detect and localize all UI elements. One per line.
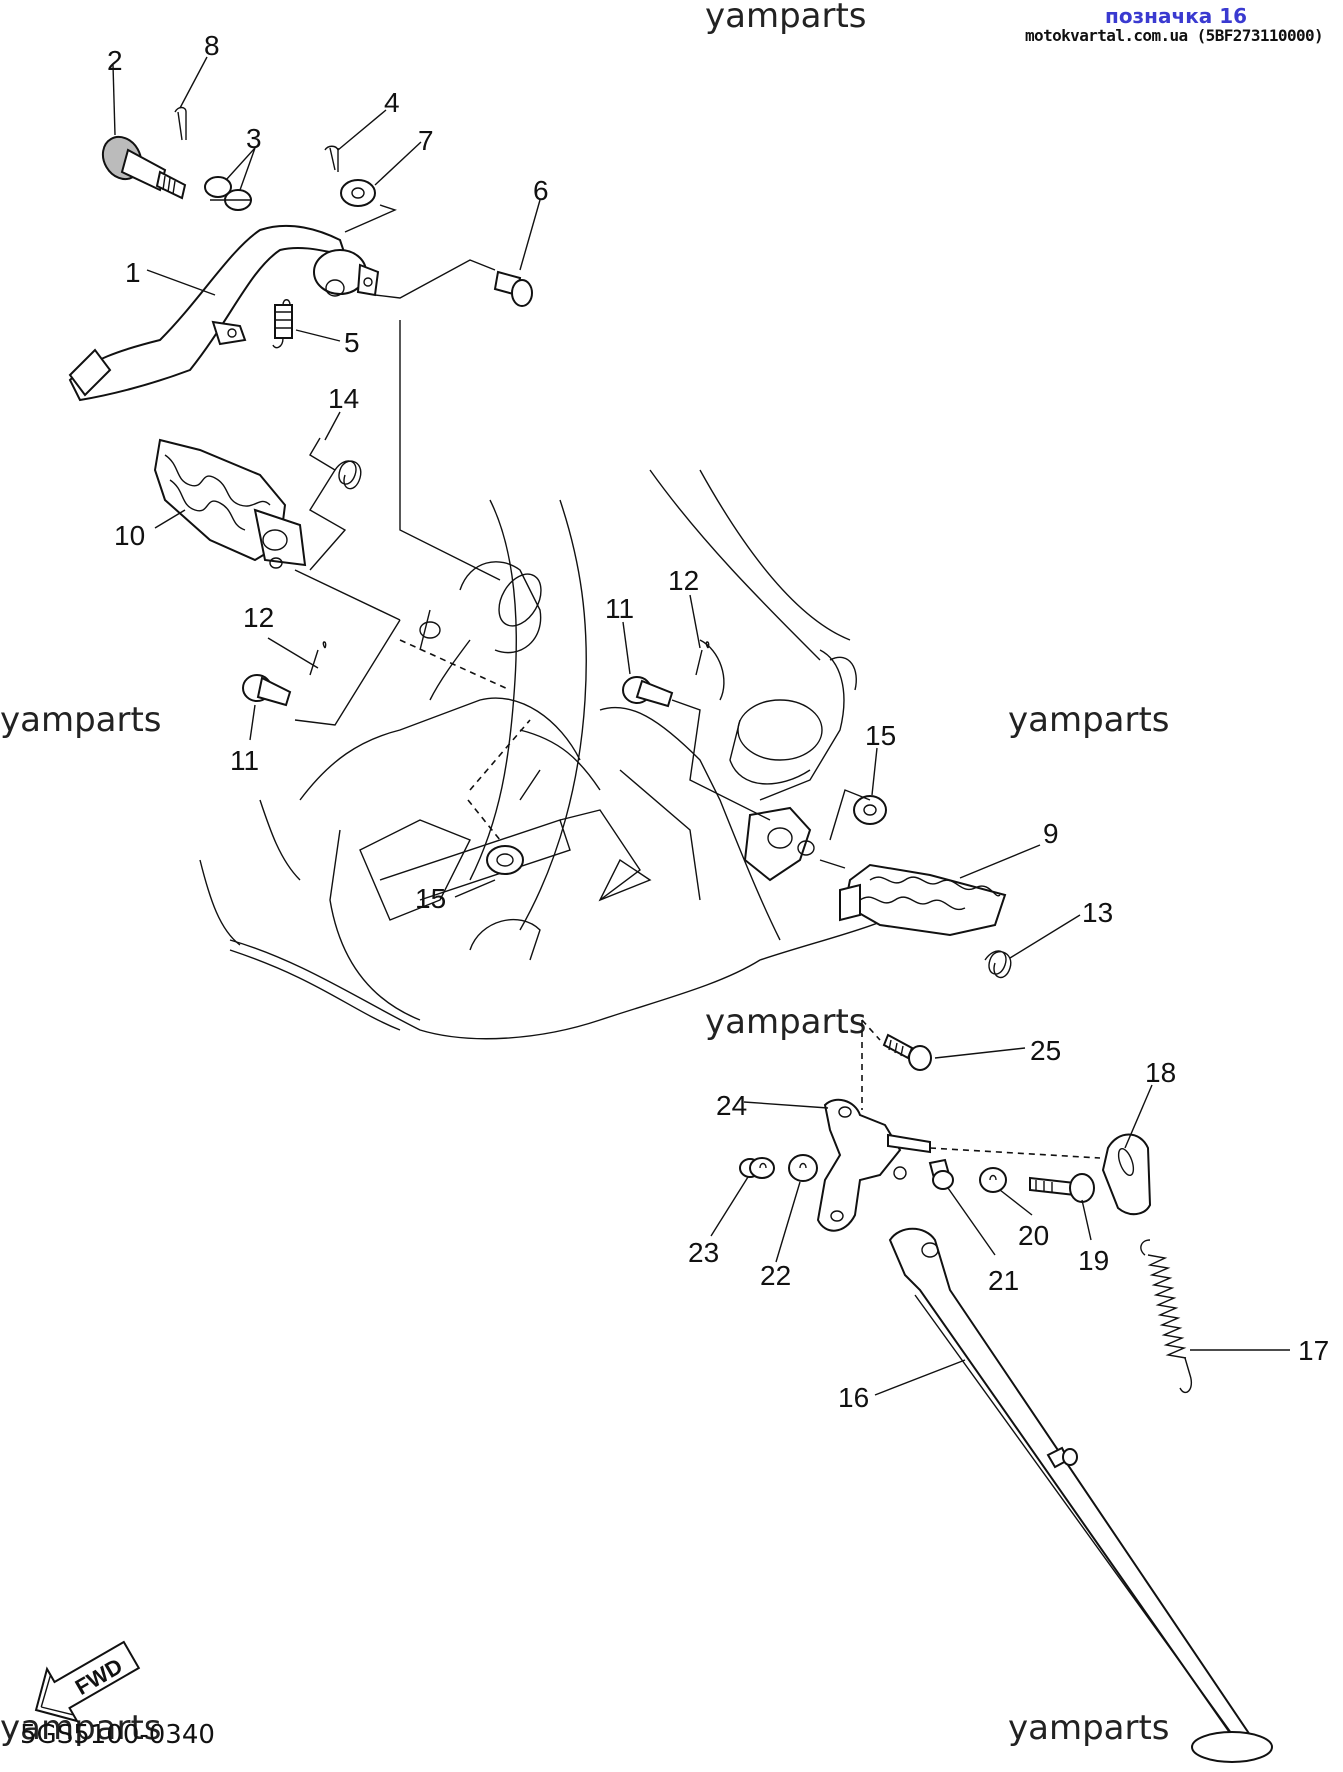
footrest-right [743,806,1007,937]
spring [334,460,362,490]
callout-10: 10 [114,520,145,551]
callout-24: 24 [716,1090,747,1121]
frame-outline [199,469,921,1040]
callout-23: 23 [688,1237,719,1268]
flange-bolt [882,1033,932,1071]
washer-20 [979,1167,1007,1193]
callout-17: 17 [1298,1335,1329,1366]
callout-20: 20 [1018,1220,1049,1251]
clevis-pin [493,270,533,307]
footrest-left [153,438,307,569]
callout-1: 1 [125,257,141,288]
watermark: yamparts [1008,1708,1170,1748]
callout-3: 3 [246,123,262,154]
leader-lines [112,56,1290,1396]
assembly-lines [210,199,1101,1159]
washer [340,179,376,207]
site-reference: motokvartal.com.ua (5BF273110000) [1025,26,1324,45]
stand-spring [1140,1239,1192,1393]
callout-8: 8 [204,30,220,61]
stand-bracket [816,1098,931,1232]
callout-16: 16 [838,1382,869,1413]
cotter-pin-left [309,641,327,676]
callout-21: 21 [988,1265,1019,1296]
fwd-arrow-icon: FWD [34,1640,141,1723]
washer-22 [788,1154,818,1182]
callout-18: 18 [1145,1057,1176,1088]
pivot-bolt [1029,1173,1095,1203]
pivot-shaft [101,135,187,200]
callout-14: 14 [328,383,359,414]
callout-2: 2 [107,45,123,76]
callout-15b: 15 [415,883,446,914]
collar [928,1158,954,1190]
watermark: yamparts [1008,700,1170,740]
side-stand [888,1227,1273,1763]
stand-plate [1101,1133,1152,1216]
grommet [853,795,887,825]
callout-22: 22 [760,1260,791,1291]
callout-12a: 12 [243,602,274,633]
watermark: yamparts [705,1002,867,1042]
callout-4: 4 [384,87,400,118]
callout-numbers: 1 2 3 4 5 6 7 8 9 10 11 11 12 12 13 14 1… [107,30,1329,1413]
spring-right [984,950,1012,979]
cotter-pin [174,106,187,141]
callout-13: 13 [1082,897,1113,928]
diagram-code: 5GS5100-0340 [20,1720,215,1750]
watermark: yamparts [0,1708,162,1748]
bolt-left [242,674,292,707]
callout-19: 19 [1078,1245,1109,1276]
cotter-pin-right [695,641,710,676]
callout-6: 6 [533,175,549,206]
callout-5: 5 [344,327,360,358]
bolt-right [622,676,674,708]
callout-12b: 12 [668,565,699,596]
callout-25: 25 [1030,1035,1061,1066]
cotter-pin [324,145,339,172]
return-spring [272,299,293,349]
callout-11a: 11 [230,745,259,776]
callout-11b: 11 [605,593,634,624]
callout-15a: 15 [865,720,896,751]
part-mark-link[interactable]: позначка 16 [1105,4,1248,28]
o-rings [204,176,252,211]
callout-7: 7 [418,125,434,156]
callout-9: 9 [1043,818,1059,849]
watermark: yamparts [705,0,867,36]
brake-pedal [68,224,380,402]
nut [739,1157,775,1179]
watermark: yamparts [0,700,162,740]
